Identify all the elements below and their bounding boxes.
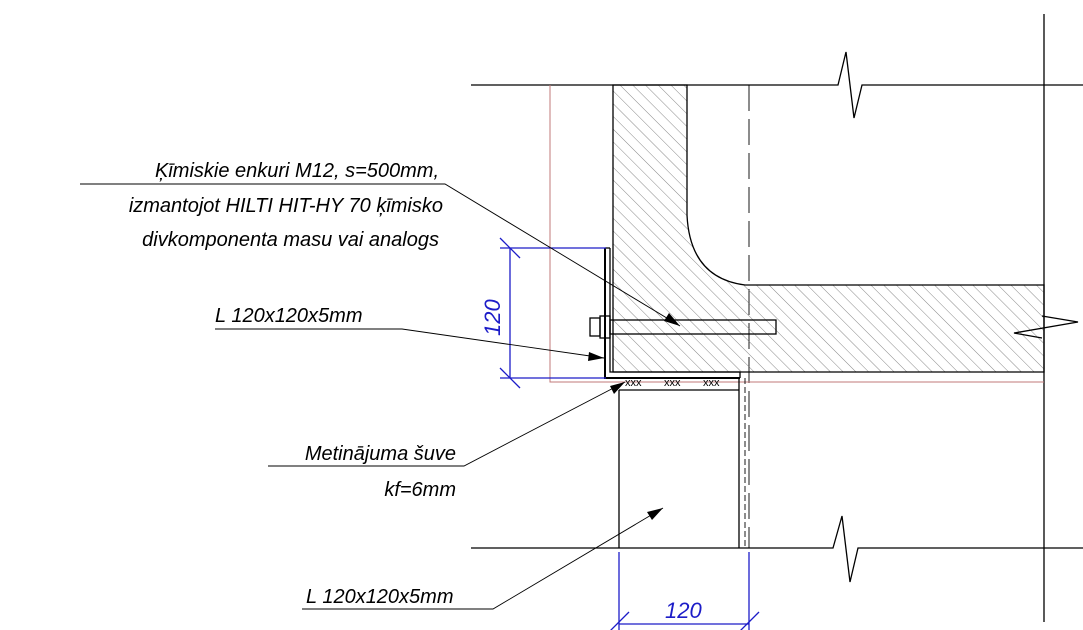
slab-break-symbol [1013, 315, 1079, 339]
label-anchor-line2: izmantojot HILTI HIT-HY 70 ķīmisko [129, 195, 443, 217]
horizontal-dimension: 120 [610, 552, 760, 630]
weld-mark-2: xxx [664, 377, 681, 389]
top-break-line [471, 51, 1083, 119]
label-angle-top: L 120x120x5mm [215, 305, 363, 327]
weld-mark-1: xxx [625, 377, 642, 389]
leader-anchor [80, 183, 681, 327]
label-weld-line1: Metinājuma šuve [305, 443, 456, 465]
label-anchor-line1: Ķīmiskie enkuri M12, s=500mm, [155, 160, 439, 182]
reference-outline [549, 85, 1044, 383]
leader-weld [268, 381, 626, 467]
bottom-break-line [471, 515, 1083, 583]
leader-angle-bottom [302, 507, 664, 610]
label-angle-bottom: L 120x120x5mm [306, 586, 454, 608]
horizontal-dimension-value: 120 [665, 598, 702, 623]
label-anchor-line3: divkomponenta masu vai analogs [142, 229, 439, 251]
label-weld-line2: kf=6mm [384, 479, 456, 501]
weld-mark-3: xxx [703, 377, 720, 389]
weld-marks: xxx xxx xxx [625, 377, 720, 389]
vertical-dimension-value: 120 [480, 299, 505, 336]
leader-angle-top [215, 328, 605, 361]
concrete-section [612, 84, 1045, 373]
lower-steel-angle [618, 378, 746, 548]
anchor-bolt [589, 315, 777, 339]
vertical-dimension: 120 [480, 237, 606, 389]
